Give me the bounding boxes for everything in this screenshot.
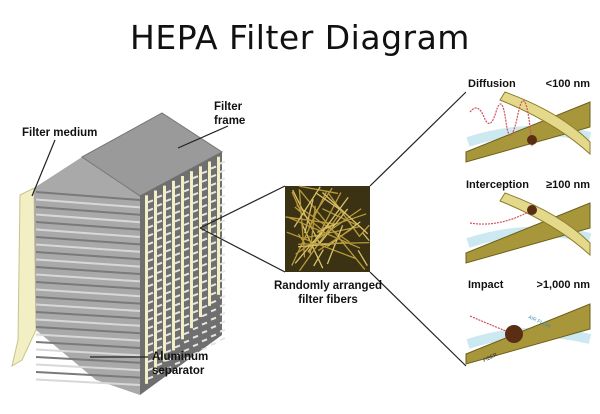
filter-frame-label-2: frame [214,115,245,127]
impact-label: Impact [468,279,504,291]
aluminum-separator-label: Aluminum [152,351,208,363]
filter-frame-label: Filter [214,101,243,113]
diffusion-size: <100 nm [546,78,591,90]
diffusion-label: Diffusion [468,78,516,90]
diagram-title: HEPA Filter Diagram [130,18,470,57]
impact-size: >1,000 nm [536,279,590,291]
aluminum-separator-ridges [35,191,141,386]
particle-icon [505,325,523,343]
diffusion-panel [465,91,592,163]
particle-icon [527,135,537,145]
filter-pleats [145,156,226,384]
filter-medium-strip [11,187,37,368]
filter-medium-label: Filter medium [22,127,97,139]
fibers-label: Randomly arranged [274,280,382,292]
fiber-label: FIBER [482,352,498,364]
impact-panel [465,294,592,365]
interception-panel [465,192,592,264]
aluminum-separator-label-2: separator [152,365,205,377]
particle-icon [527,205,537,215]
filter-unit [11,112,229,395]
interception-size: ≥100 nm [546,179,590,191]
fibers-label-2: filter fibers [298,294,357,306]
filter-fibers-image [285,185,370,272]
interception-label: Interception [466,179,529,191]
